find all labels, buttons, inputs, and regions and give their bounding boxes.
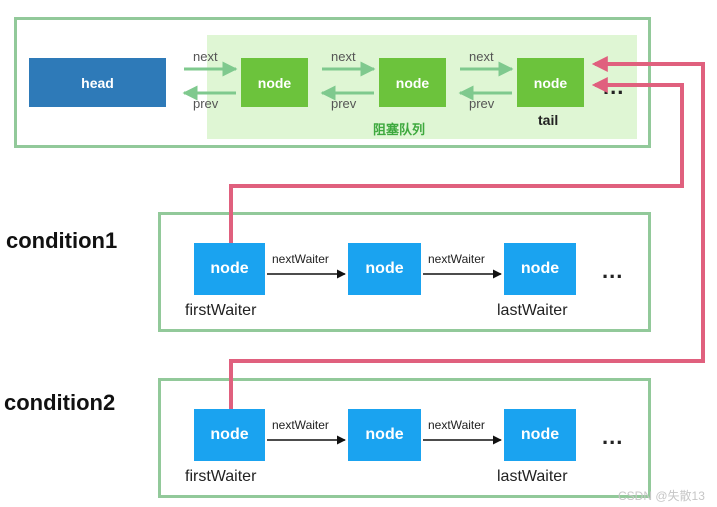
queue-node-2-label: node <box>395 74 430 91</box>
condition2-next-waiter-label-1: nextWaiter <box>272 418 329 432</box>
queue-node-tail: node <box>517 58 584 107</box>
next-label-1: next <box>193 49 218 64</box>
condition1-last-waiter-label: lastWaiter <box>497 302 568 319</box>
condition1-middle-node: node <box>348 243 421 295</box>
condition1-first-node-label: node <box>210 260 249 277</box>
queue-node-2: node <box>379 58 446 107</box>
condition2-last-node: node <box>504 409 576 461</box>
condition1-ellipsis: ... <box>602 258 624 283</box>
condition2-first-node-label: node <box>210 426 249 443</box>
condition1-last-node-label: node <box>520 260 560 277</box>
condition1-next-waiter-label-2: nextWaiter <box>428 252 485 266</box>
queue-ellipsis: ... <box>603 74 625 99</box>
condition2-first-waiter-label: firstWaiter <box>185 468 257 485</box>
condition2-last-waiter-label: lastWaiter <box>497 468 568 485</box>
condition2-title: condition2 <box>4 390 116 415</box>
next-label-3: next <box>469 49 494 64</box>
condition1-first-node: node <box>194 243 265 295</box>
condition1-middle-node-label: node <box>365 260 404 277</box>
condition1-next-waiter-label-1: nextWaiter <box>272 252 329 266</box>
queue-node-tail-label: node <box>533 74 568 91</box>
head-node: head <box>29 58 166 107</box>
queue-node-1: node <box>241 58 308 107</box>
prev-label-1: prev <box>193 96 219 111</box>
prev-label-3: prev <box>469 96 495 111</box>
tail-label: tail <box>538 112 559 128</box>
head-node-label: head <box>81 74 114 91</box>
watermark: CSDN @失散13 <box>618 489 705 503</box>
queue-node-1-label: node <box>257 74 292 91</box>
blocking-queue-title: 阻塞队列 <box>373 122 426 137</box>
condition2-middle-node-label: node <box>365 426 404 443</box>
condition1-last-node: node <box>504 243 576 295</box>
condition2-middle-node: node <box>348 409 421 461</box>
condition2-first-node: node <box>194 409 265 461</box>
condition2-next-waiter-label-2: nextWaiter <box>428 418 485 432</box>
prev-label-2: prev <box>331 96 357 111</box>
condition2-last-node-label: node <box>520 426 560 443</box>
condition2-ellipsis: ... <box>602 424 624 449</box>
condition1-first-waiter-label: firstWaiter <box>185 302 257 319</box>
condition1-title: condition1 <box>6 228 118 253</box>
next-label-2: next <box>331 49 356 64</box>
